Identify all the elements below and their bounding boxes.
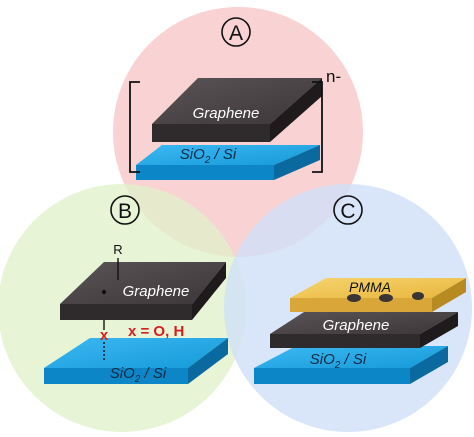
panel-a-left-bracket	[129, 81, 140, 173]
panel-c-graphene-label: Graphene	[323, 317, 390, 334]
panel-c-pmma-top	[290, 278, 466, 298]
panel-c-substrate-side	[410, 346, 448, 384]
panel-c-pmma-side	[432, 278, 466, 312]
panel-b-r-group: R	[113, 242, 122, 257]
panel-c-substrate-top	[254, 346, 448, 368]
panel-b-atom-label: x = O, H	[128, 323, 184, 340]
panel-a-substrate-top	[136, 145, 320, 165]
panel-c-graphene-top	[270, 312, 458, 334]
panel-b-substrate-label: SiO2 / Si	[110, 365, 167, 385]
letter-a-badge	[221, 17, 251, 47]
panel-b-substrate-side	[188, 338, 228, 384]
letter-c-badge	[333, 195, 363, 225]
panel-a-graphene-front	[152, 124, 270, 142]
panel-b-x-label: x	[100, 327, 109, 344]
letter-a: A	[229, 22, 243, 45]
letter-c: C	[340, 200, 355, 223]
panel-a-graphene-top	[152, 78, 322, 124]
panel-a-graphene-label: Graphene	[193, 105, 260, 122]
panel-c: SiO2 / Si Graphene PMMA	[254, 278, 466, 384]
letter-b: B	[118, 200, 132, 223]
panel-c-pmma-front	[290, 298, 432, 312]
panel-a: Graphene SiO2 / Si n-	[129, 67, 341, 180]
panel-b-dot	[101, 289, 107, 295]
panel-a-right-bracket	[312, 81, 323, 173]
panel-c-substrate-front	[254, 368, 410, 384]
panel-a-graphene-side	[270, 78, 322, 142]
letter-b-badge	[110, 195, 140, 225]
panel-b-graphene-top	[60, 262, 226, 304]
panel-c-pmma-residue-3	[412, 292, 424, 300]
panel-b-graphene-front	[60, 304, 192, 320]
panel-b-graphene-side	[192, 262, 226, 320]
panel-c-graphene-side	[420, 312, 458, 348]
panel-c-substrate-label: SiO2 / Si	[310, 351, 367, 371]
panel-b: SiO2 / Si R Graphene x x = O, H	[44, 242, 228, 385]
panel-c-pmma-residue-2	[379, 294, 393, 302]
panel-b-substrate-front	[44, 368, 188, 384]
panel-c-pmma-residue-1	[347, 294, 361, 302]
panel-a-substrate-label: SiO2 / Si	[180, 146, 237, 166]
panel-b-substrate-top	[44, 338, 228, 368]
panel-c-graphene-front	[270, 334, 420, 348]
panel-a-repeat-label: n-	[326, 67, 341, 86]
panel-a-substrate-front	[136, 165, 274, 180]
panel-b-graphene-label: Graphene	[123, 283, 190, 300]
panel-a-substrate-side	[274, 145, 320, 180]
panel-c-pmma-label: PMMA	[349, 279, 391, 295]
